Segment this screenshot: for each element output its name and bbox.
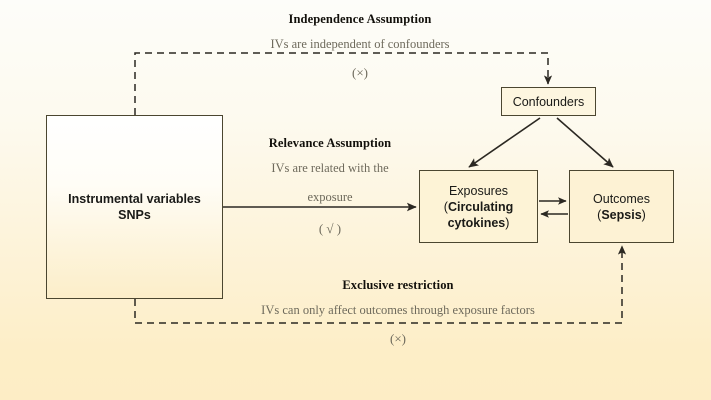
outcomes-label-line1: Outcomes [593, 191, 650, 206]
exclusive-title: Exclusive restriction [342, 278, 454, 292]
exposures-open-paren: ( [443, 199, 448, 214]
edge-iv-to-outcomes [134, 245, 627, 324]
exposures-label-line2: (Circulating [444, 199, 513, 215]
exposures-label-line1: Exposures [448, 183, 509, 198]
annotation-exclusive-restriction: Exclusive restriction IVs can only affec… [188, 278, 608, 347]
independence-description: IVs are independent of confounders [270, 37, 450, 51]
node-exposures[interactable]: Exposures (Circulating cytokines) [419, 170, 538, 243]
exclusive-description: IVs can only affect outcomes through exp… [261, 303, 535, 317]
exposures-bold-line2: cytokines [447, 215, 506, 230]
relevance-description-line2: exposure [307, 189, 353, 204]
edge-confounders-to-exposures [468, 117, 541, 168]
annotation-independence-assumption: Independence Assumption IVs are independ… [190, 12, 530, 81]
independence-mark: (×) [352, 64, 368, 80]
outcomes-open-paren: ( [597, 207, 602, 222]
confounders-label: Confounders [512, 94, 585, 109]
exposures-close-paren: ) [505, 215, 510, 230]
relevance-mark: ( √ ) [318, 221, 342, 236]
annotation-relevance-assumption: Relevance Assumption IVs are related wit… [238, 136, 422, 237]
exposures-label-line3: cytokines) [444, 215, 513, 231]
relevance-title: Relevance Assumption [268, 136, 392, 150]
node-confounders[interactable]: Confounders [501, 87, 596, 116]
iv-label-line2: SNPs [118, 208, 151, 222]
node-instrumental-variables[interactable]: Instrumental variables SNPs [46, 115, 223, 299]
outcomes-label-line2: (Sepsis) [593, 207, 650, 223]
edge-iv-to-confounders [134, 52, 553, 115]
node-outcomes[interactable]: Outcomes (Sepsis) [569, 170, 674, 243]
relevance-description-line1: IVs are related with the [271, 161, 389, 175]
edge-confounders-to-outcomes [556, 117, 614, 168]
exclusive-mark: (×) [390, 330, 406, 346]
outcomes-close-paren: ) [641, 207, 646, 222]
outcomes-bold: Sepsis [601, 207, 642, 222]
exposures-bold-line1: Circulating [447, 199, 514, 214]
iv-label-line1: Instrumental variables [68, 192, 201, 206]
independence-title: Independence Assumption [288, 12, 432, 26]
